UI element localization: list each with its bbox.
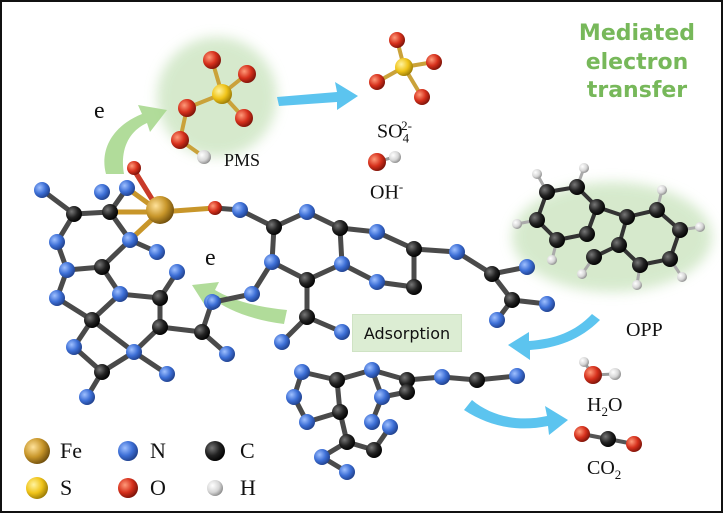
legend-n-label: N [150, 438, 166, 463]
catalyst-bonds [39, 167, 550, 475]
electron-label-mid: e [205, 245, 216, 271]
legend-s-sphere [26, 477, 48, 499]
legend-c-sphere [205, 441, 225, 461]
legend-h-sphere [207, 480, 223, 496]
legend-s-label: S [60, 475, 73, 500]
hydroxide-molecule [368, 151, 401, 171]
legend-spheres [24, 438, 225, 499]
legend-fe-label: Fe [60, 438, 82, 463]
pms-molecule [171, 51, 256, 164]
opp-molecule [512, 163, 705, 290]
legend-o-label: O [150, 475, 166, 500]
hydroxide-label: OH- [370, 179, 404, 204]
water-molecule [579, 357, 621, 384]
mediated-electron-transfer-title: Mediated electron transfer [578, 21, 696, 104]
carbon-atoms [66, 204, 520, 458]
pms-label: PMS [224, 150, 261, 170]
legend-n-sphere [118, 441, 138, 461]
opp-label: OPP [626, 319, 663, 341]
blue-arrow-to-products [464, 400, 568, 435]
adsorption-label: Adsorption [352, 314, 462, 352]
blue-arrow-opp-to-catalyst [508, 314, 600, 360]
sulfate-molecule [369, 32, 442, 105]
co2-label: CO2 [587, 457, 622, 482]
water-label: H2O [587, 394, 623, 419]
green-arrow-adsorption-electron [192, 282, 287, 324]
legend-fe-sphere [24, 438, 50, 464]
green-arrow-electron-to-pms [104, 105, 167, 174]
legend-h-label: H [240, 475, 256, 500]
legend-c-label: C [240, 438, 255, 463]
blue-arrow-pms-to-sulfate [277, 82, 358, 110]
sulfate-label: SO42- [377, 118, 412, 146]
legend-o-sphere [118, 478, 138, 498]
nitrogen-atoms [34, 180, 555, 480]
iron-site [127, 161, 222, 224]
electron-label-top: e [94, 98, 105, 124]
co2-molecule [574, 426, 642, 452]
